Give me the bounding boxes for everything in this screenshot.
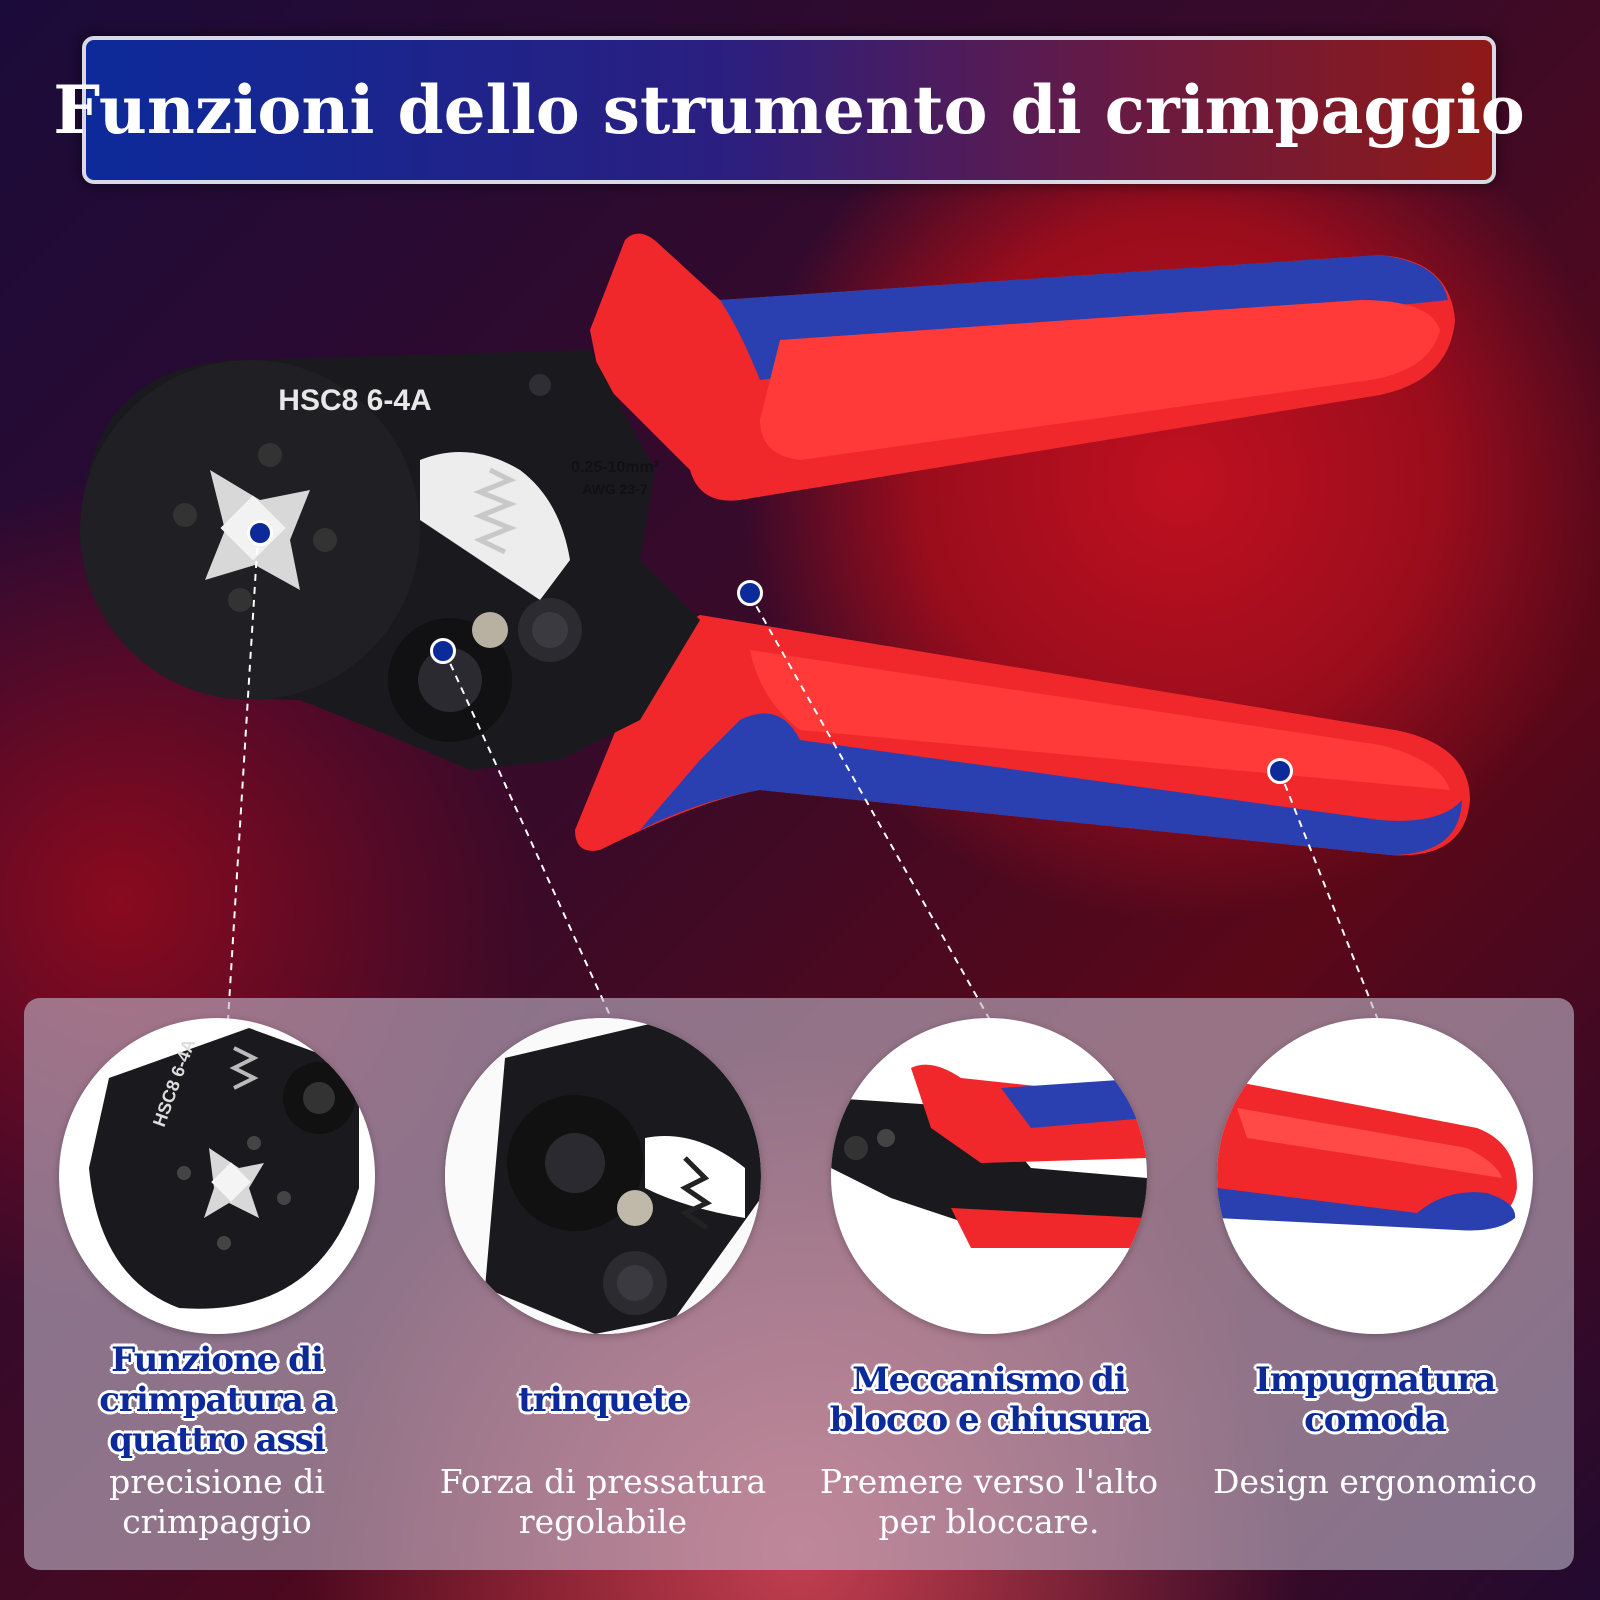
crimp-head bbox=[80, 350, 700, 770]
feature-description: Design ergonomico bbox=[1213, 1462, 1537, 1501]
feature-grip: Impugnatura comoda Design ergonomico bbox=[1185, 1018, 1565, 1502]
feature-title: Impugnatura comoda bbox=[1254, 1360, 1496, 1440]
callout-dot-ratchet bbox=[430, 638, 456, 664]
model-label: HSC8 6-4A bbox=[278, 384, 431, 417]
callout-lines bbox=[227, 534, 1379, 1021]
feature-title: trinquete bbox=[518, 1380, 689, 1420]
feature-description: Premere verso l'alto per bloccare. bbox=[819, 1462, 1159, 1541]
feature-description: precisione di crimpaggio bbox=[109, 1462, 325, 1541]
title-banner: Funzioni dello strumento di crimpaggio bbox=[53, 36, 1525, 184]
awg-label: AWG 23-7 bbox=[582, 481, 648, 497]
feature-title: Meccanismo di blocco e chiusura bbox=[829, 1360, 1150, 1440]
range-label: 0.25-10mm² bbox=[571, 459, 659, 476]
feature-title: Funzione di crimpatura a quattro assi bbox=[99, 1340, 336, 1460]
feature-image-ratchet bbox=[445, 1018, 761, 1334]
callout-dot-lock bbox=[737, 580, 763, 606]
feature-image-die: HSC8 6-4A bbox=[59, 1018, 375, 1334]
feature-four-axis: HSC8 6-4A Funzione di crimpatura a quatt… bbox=[27, 1018, 407, 1542]
feature-description: Forza di pressatura regolabile bbox=[439, 1462, 767, 1541]
page-title: Funzioni dello strumento di crimpaggio bbox=[53, 71, 1525, 149]
feature-lock: Meccanismo di blocco e chiusura Premere … bbox=[799, 1018, 1179, 1542]
feature-image-grip bbox=[1217, 1018, 1533, 1334]
callout-dot-die bbox=[247, 520, 273, 546]
bottom-handle bbox=[575, 615, 1470, 856]
top-handle bbox=[590, 233, 1455, 501]
feature-image-lock bbox=[831, 1018, 1147, 1334]
feature-ratchet: trinquete Forza di pressatura regolabile bbox=[413, 1018, 793, 1542]
callout-dot-grip bbox=[1267, 758, 1293, 784]
